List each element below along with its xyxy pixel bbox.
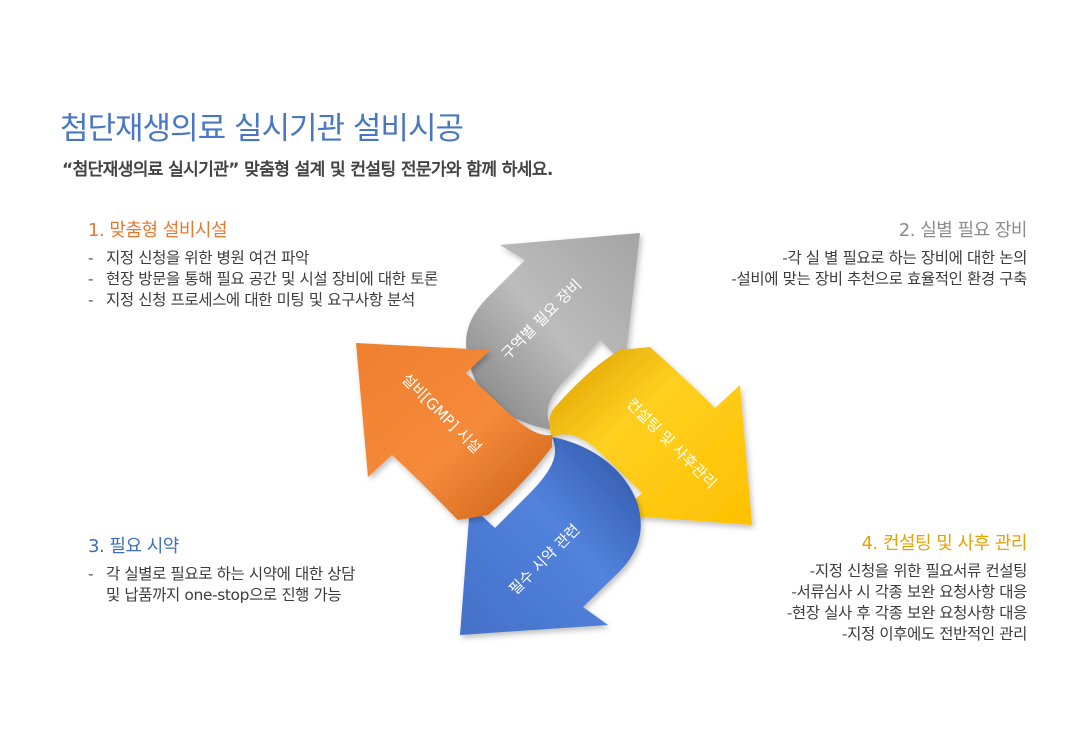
list-item: -현장 실사 후 각종 보완 요청사항 대응 xyxy=(786,604,1028,622)
arrow-orange xyxy=(356,343,552,520)
arrow-blue xyxy=(460,437,641,635)
cycle-diagram: 구역별 필요 장비 컨설팅 및 사후관리 필수 시약 관련 설비[GMP] 시설 xyxy=(356,233,752,635)
page-subtitle: “첨단재생의료 실시기관” 맞춤형 설계 및 컨설팅 전문가와 함께 하세요. xyxy=(62,160,553,180)
list-item: -지정 이후에도 전반적인 관리 xyxy=(841,625,1028,643)
list-item: -서류심사 시 각종 보완 요청사항 대응 xyxy=(791,583,1027,601)
section-heading: 4. 컨설팅 및 사후 관리 xyxy=(861,533,1027,554)
list-item: -현장 방문을 통해 필요 공간 및 시설 장비에 대한 토론 xyxy=(88,270,438,288)
section-list: -각 실별로 필요로 하는 시약에 대한 상담 및 납품까지 one-stop으… xyxy=(88,564,355,606)
list-item: -설비에 맞는 장비 추천으로 효율적인 환경 구축 xyxy=(731,270,1027,288)
list-item: -각 실 별 필요로 하는 장비에 대한 논의 xyxy=(782,249,1027,267)
section-consulting: 4. 컨설팅 및 사후 관리 -지정 신청을 위한 필요서류 컨설팅 -서류심사… xyxy=(774,529,1028,645)
page-title: 첨단재생의료 실시기관 설비시공 xyxy=(60,111,464,147)
arrow-gray xyxy=(466,233,640,430)
section-list: -지정 신청을 위한 병원 여건 파악 -현장 방문을 통해 필요 공간 및 시… xyxy=(88,248,438,311)
section-custom-facility: 1. 맞춤형 설비시설 -지정 신청을 위한 병원 여건 파악 -현장 방문을 … xyxy=(88,216,438,311)
section-heading: 3. 필요 시약 xyxy=(88,536,179,557)
list-item: 및 납품까지 one-stop으로 진행 가능 xyxy=(106,586,342,604)
arrow-yellow xyxy=(549,347,752,525)
section-list: -지정 신청을 위한 필요서류 컨설팅 -서류심사 시 각종 보완 요청사항 대… xyxy=(774,561,1028,645)
section-heading: 1. 맞춤형 설비시설 xyxy=(88,220,228,241)
section-list: -각 실 별 필요로 하는 장비에 대한 논의 -설비에 맞는 장비 추천으로 … xyxy=(718,248,1027,290)
list-item: -지정 신청을 위한 병원 여건 파악 xyxy=(88,249,309,267)
section-room-equipment: 2. 실별 필요 장비 -각 실 별 필요로 하는 장비에 대한 논의 -설비에… xyxy=(718,216,1027,290)
section-reagents: 3. 필요 시약 -각 실별로 필요로 하는 시약에 대한 상담 및 납품까지 … xyxy=(88,532,355,606)
section-heading: 2. 실별 필요 장비 xyxy=(898,220,1028,241)
list-item: -지정 신청을 위한 필요서류 컨설팅 xyxy=(809,562,1028,580)
list-item: -지정 신청 프로세스에 대한 미팅 및 요구사항 분석 xyxy=(88,291,415,309)
list-item: -각 실별로 필요로 하는 시약에 대한 상담 xyxy=(88,565,355,583)
